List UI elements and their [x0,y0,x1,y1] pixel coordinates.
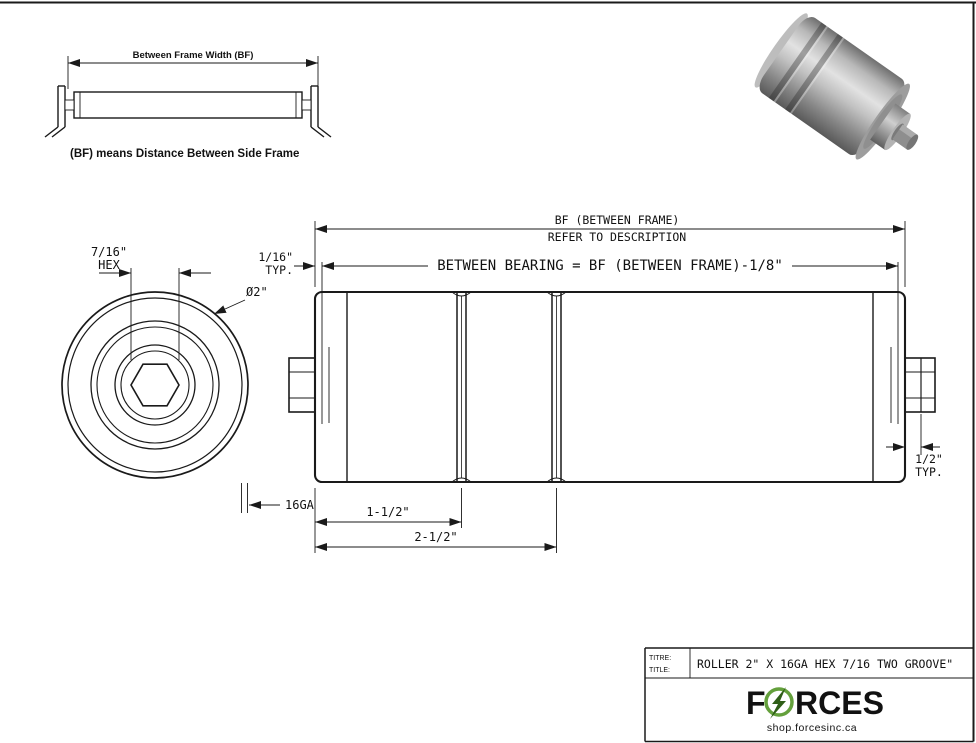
gauge-label: 16GA [285,498,315,512]
shaft-typ-label: TYP. [915,465,943,479]
gauge-callout: 16GA [241,483,315,513]
groove2-dim-label: 2-1/2" [414,530,457,544]
bf-dimension: BF (BETWEEN FRAME) REFER TO DESCRIPTION [314,213,906,287]
between-bearing-label: BETWEEN BEARING = BF (BETWEEN FRAME)-1/8… [437,258,783,274]
gap-value-label: 1/16" [258,250,293,264]
diameter-leader: Ø2" [213,285,268,315]
drawing-title: ROLLER 2" X 16GA HEX 7/16 TWO GROOVE" [697,657,953,671]
lightning-bolt-icon [770,687,786,719]
roller-3d-hex-shaft [892,124,919,150]
hex-bore [130,363,180,407]
shaft-value-label: 1/2" [915,452,943,466]
gap-typ-label: TYP. [265,263,293,277]
left-shaft [288,357,316,413]
end-gap-dimension: 1/16" TYP. [258,250,315,277]
groove-2 [546,291,567,483]
right-shaft [904,357,936,413]
inset-roller [64,91,312,119]
shaft-protrusion-dimension: 1/2" TYP. [886,414,943,479]
groove1-dimension: 1-1/2" [314,488,462,553]
roller-3d-render [754,13,919,160]
hex-size-label: 7/16" [91,245,127,259]
logo-website: shop.forcesinc.ca [767,722,857,734]
hex-dimension: 7/16" HEX [91,245,211,360]
inset-diagram: Between Frame Width (BF) (BF) means Dist… [44,50,332,160]
left-side-frame [44,85,66,138]
title-label-fr: TITRE: [649,655,671,662]
groove2-dimension: 2-1/2" [315,488,557,553]
forces-logo: F RCES shop.forcesinc.ca [746,685,884,734]
end-view: 7/16" HEX Ø2" 16GA [61,245,315,513]
inset-bf-dim-label: Between Frame Width (BF) [133,50,254,61]
bf-label-line2: REFER TO DESCRIPTION [548,230,687,244]
right-side-frame [310,85,332,138]
title-block: TITRE: TITLE: ROLLER 2" X 16GA HEX 7/16 … [644,647,974,743]
inset-caption: (BF) means Distance Between Side Frame [70,148,299,160]
between-bearing-dimension: BETWEEN BEARING = BF (BETWEEN FRAME)-1/8… [322,258,898,274]
roller-3d-grooves [768,22,845,114]
logo-letters-rces: RCES [795,685,884,721]
tube-body [313,290,907,484]
title-label-en: TITLE: [649,667,670,674]
bf-label-line1: BF (BETWEEN FRAME) [555,213,680,227]
logo-o-ring [764,687,794,717]
groove1-dim-label: 1-1/2" [366,505,409,519]
logo-letter-f: F [746,685,766,721]
side-view-dimensions: BF (BETWEEN FRAME) REFER TO DESCRIPTION … [258,213,943,553]
side-view [288,262,936,484]
diameter-label: Ø2" [246,285,268,299]
hex-word-label: HEX [98,258,120,272]
groove-1 [451,291,472,483]
